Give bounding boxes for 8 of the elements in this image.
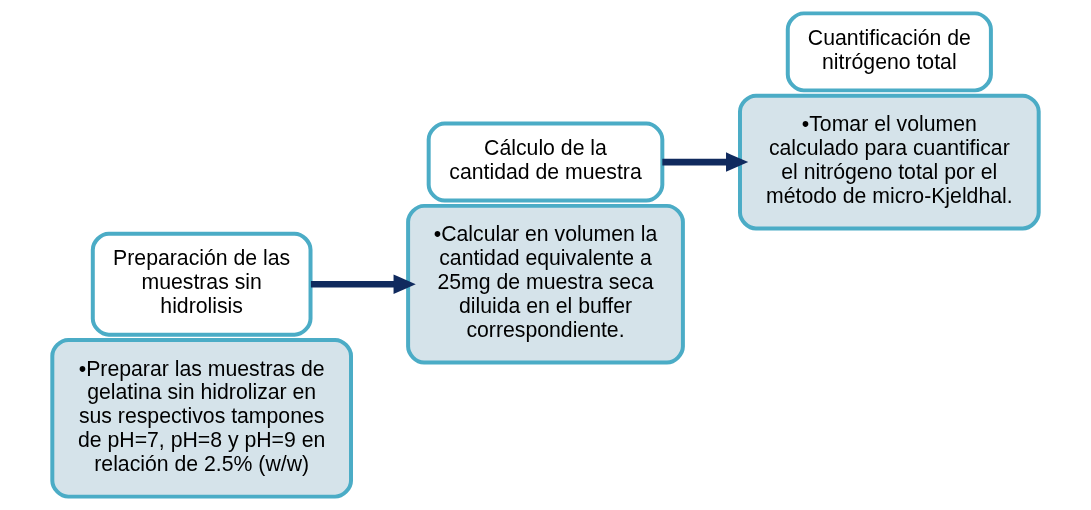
arrow (310, 274, 416, 294)
node-box: •Calcular en volumen la cantidad equivalente a 25mg de muestra seca diluida en el buffer correspondiente. (406, 203, 685, 365)
node-box: Cuantificación de nitrógeno total (785, 11, 993, 93)
node-box: •Preparar las muestras de gelatina sin hidrolizar en sus respectivos tampones de pH=7, pH=8 y pH=9 en relación de 2.5% (w/w) (50, 337, 353, 499)
arrow (662, 152, 749, 172)
node-box: •Tomar el volumen calculado para cuantificar el nitrógeno total por el método de micro-Kjeldhal. (738, 93, 1041, 231)
node-box: Cálculo de la cantidad de muestra (426, 121, 665, 203)
node-box: Preparación de las muestras sin hidrolisis (90, 231, 313, 337)
